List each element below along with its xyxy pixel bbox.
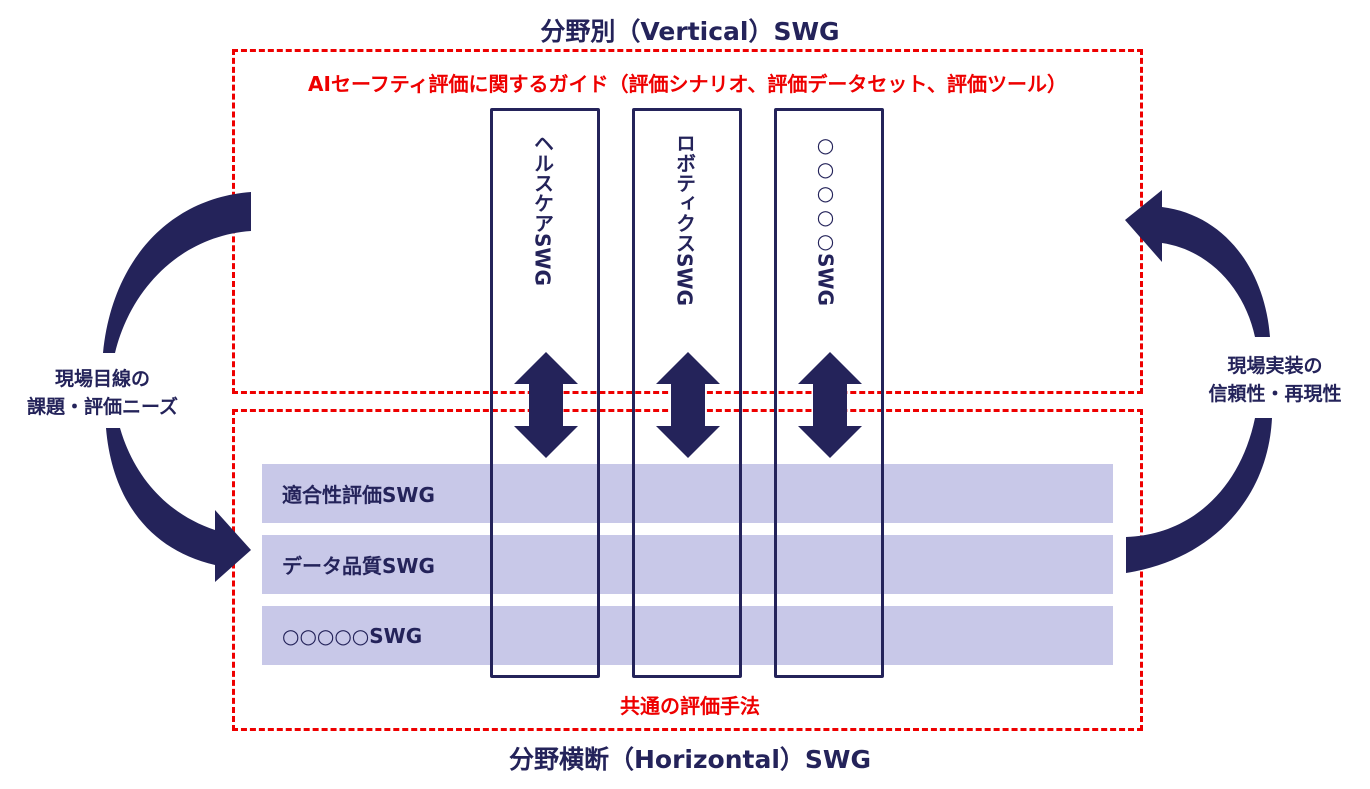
curved-arrow-right-top-icon — [1125, 190, 1270, 337]
horizontal-swg-band-conformity: 適合性評価SWG — [262, 464, 1113, 523]
vertical-swg-label: ロボティクスSWG — [672, 133, 697, 306]
horizontal-swg-title: 分野横断（Horizontal）SWG — [508, 745, 871, 774]
vertical-swg-label: ○○○○○SWG — [813, 133, 838, 306]
vertical-swg-title: 分野別（Vertical）SWG — [540, 17, 840, 46]
horizontal-swg-band-data-quality: データ品質SWG — [262, 535, 1113, 594]
horizontal-swg-label: 適合性評価SWG — [282, 483, 435, 507]
curved-arrow-right-bottom-icon — [1126, 418, 1272, 573]
right-cycle-label: 現場実装の 信頼性・再現性 — [1208, 355, 1342, 405]
curved-arrow-left-top-icon — [103, 192, 251, 353]
horizontal-swg-label: ○○○○○SWG — [282, 623, 423, 648]
horizontal-swg-band-other: ○○○○○SWG — [262, 606, 1113, 665]
double-arrow-icon — [798, 352, 862, 458]
vertical-swg-label: ヘルスケアSWG — [530, 133, 555, 286]
horizontal-swg-label: データ品質SWG — [282, 554, 435, 578]
double-arrow-icon — [656, 352, 720, 458]
guide-title: AIセーフティ評価に関するガイド（評価シナリオ、評価データセット、評価ツール） — [308, 72, 1067, 96]
vertical-swg-column-robotics: ロボティクスSWG — [632, 108, 742, 678]
common-method-label: 共通の評価手法 — [620, 694, 760, 718]
left-cycle-label: 現場目線の 課題・評価ニーズ — [26, 368, 179, 418]
vertical-swg-column-other: ○○○○○SWG — [774, 108, 884, 678]
double-arrow-icon — [514, 352, 578, 458]
vertical-swg-column-healthcare: ヘルスケアSWG — [490, 108, 600, 678]
curved-arrow-left-bottom-icon — [106, 428, 251, 582]
